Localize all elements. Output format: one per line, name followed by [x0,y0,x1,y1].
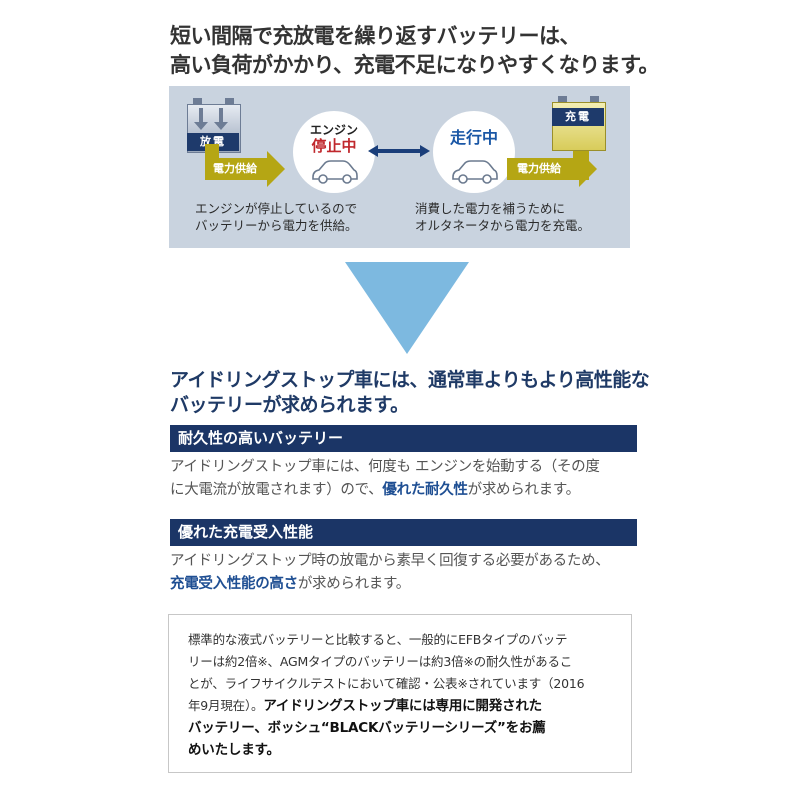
durability-line-2-post: が求められます。 [467,482,580,498]
down-triangle-icon [345,262,469,354]
left-supply-label: 電力供給 [213,162,257,175]
section-charge-acceptance-body: アイドリングストップ時の放電から素早く回復する必要があるため、 充電受入性能の高… [170,550,635,596]
double-arrow-icon [368,145,430,157]
durability-line-2-pre: に大電流が放電されます）ので、 [170,482,383,498]
left-note-line-1: エンジンが停止しているので [195,201,358,216]
left-note: エンジンが停止しているので バッテリーから電力を供給。 [195,200,358,234]
left-supply-stem [205,144,219,162]
note-line-3: とが、ライフサイクルテストにおいて確認・公表※されています（2016 [188,676,585,691]
running-circle: 走行中 [433,111,515,193]
engine-stop-top-label: エンジン [309,123,358,137]
engine-stop-circle: エンジン 停止中 [293,111,375,193]
section-charge-acceptance-title: 優れた充電受入性能 [170,519,637,546]
section-durability-title: 耐久性の高いバッテリー [170,425,637,452]
charge-acceptance-line-2-post: が求められます。 [297,576,410,592]
section-durability-body: アイドリングストップ車には、何度も エンジンを始動する（その度 に大電流が放電さ… [170,456,635,502]
headline: 短い間隔で充放電を繰り返すバッテリーは、 高い負荷がかかり、充電不足になりやすく… [170,22,660,80]
note-line-4-pre: 年9月現在）。 [188,698,264,713]
durability-highlight: 優れた耐久性 [382,482,468,498]
charge-label: 充電 [552,108,604,126]
note-box-text: 標準的な液式バッテリーと比較すると、一般的にEFBタイプのバッテ リーは約2倍※… [188,629,618,761]
engine-stop-label: 停止中 [311,137,357,155]
car-icon [312,160,358,184]
right-note: 消費した電力を補うために オルタネータから電力を充電。 [415,200,590,234]
headline-line-2: 高い負荷がかかり、充電不足になりやすくなります。 [170,53,660,77]
charge-battery-icon: 充電 [550,94,606,151]
charge-acceptance-line-2: 充電受入性能の高さが求められます。 [170,573,635,596]
headline-line-1: 短い間隔で充放電を繰り返すバッテリーは、 [170,24,581,48]
note-line-4-bold: アイドリングストップ車には専用に開発された [263,698,542,714]
note-line-1: 標準的な液式バッテリーと比較すると、一般的にEFBタイプのバッテ [188,632,568,647]
charge-acceptance-highlight: 充電受入性能の高さ [170,576,298,592]
subhead-line-1: アイドリングストップ車には、通常車よりもより高性能な [170,369,650,391]
note-line-5: バッテリー、ボッシュ“BLACKバッテリーシリーズ”をお薦 [188,720,546,736]
left-supply-arrow: 電力供給 [205,151,285,187]
left-note-line-2: バッテリーから電力を供給。 [195,218,358,233]
charge-acceptance-line-1: アイドリングストップ時の放電から素早く回復する必要があるため、 [170,553,610,569]
car-icon [452,160,498,184]
right-supply-label: 電力供給 [517,162,561,175]
note-line-2: リーは約2倍※、AGMタイプのバッテリーは約3倍※の耐久性があるこ [188,654,573,669]
right-note-line-1: 消費した電力を補うために [415,201,566,216]
note-line-4: 年9月現在）。アイドリングストップ車には専用に開発された [188,695,618,717]
durability-line-1: アイドリングストップ車には、何度も エンジンを始動する（その度 [170,459,600,475]
subhead: アイドリングストップ車には、通常車よりもより高性能な バッテリーが求められます。 [170,368,650,418]
subhead-line-2: バッテリーが求められます。 [170,394,409,416]
note-box: 標準的な液式バッテリーと比較すると、一般的にEFBタイプのバッテ リーは約2倍※… [168,614,632,773]
discharge-battery-icon: 放電 [185,96,241,153]
right-note-line-2: オルタネータから電力を充電。 [415,218,591,233]
running-label: 走行中 [449,128,498,147]
durability-line-2: に大電流が放電されます）ので、優れた耐久性が求められます。 [170,479,635,502]
right-supply-stem [573,142,589,180]
right-supply-arrow: 電力供給 [507,151,597,187]
charge-discharge-diagram: 放電 電力供給 エンジン 停止中 走行中 電力供給 充電 [169,86,630,248]
down-arrows-icon [194,108,228,130]
note-line-6: めいたします。 [188,742,280,758]
